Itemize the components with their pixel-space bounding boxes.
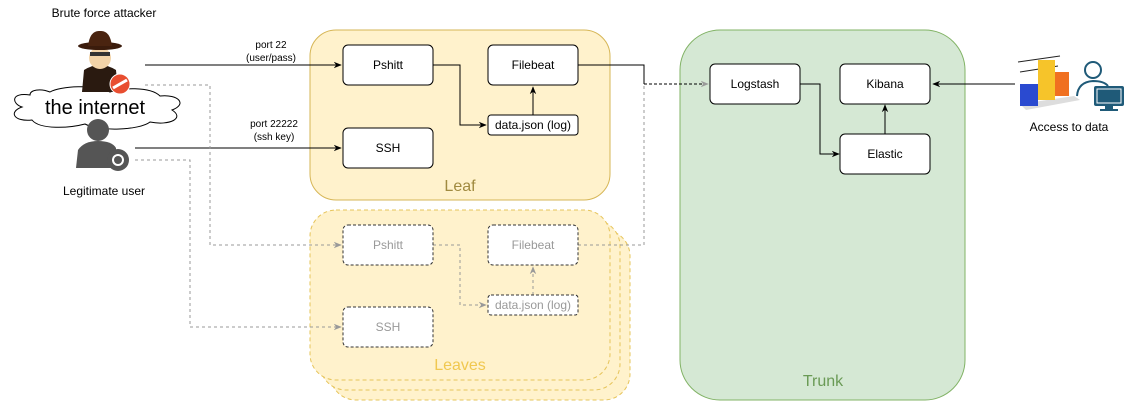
node-filebeat <box>487 44 579 86</box>
attacker-icon <box>78 30 131 95</box>
node-ssh <box>342 127 434 169</box>
access-label: Access to data <box>1030 120 1109 134</box>
edge-user-leaves-ssh <box>135 159 342 331</box>
user-label: Legitimate user <box>63 184 145 198</box>
attacker-label: Brute force attacker <box>52 6 157 20</box>
node-leaves-ssh <box>342 306 434 348</box>
leaves-nodes <box>342 224 579 348</box>
trunk-title: Trunk <box>803 373 844 390</box>
port22222-sub-label: (ssh key) <box>254 132 295 143</box>
internet-label: the internet <box>45 97 146 119</box>
node-pshitt <box>342 44 434 86</box>
node-datajson <box>487 114 579 136</box>
internet-cloud-icon <box>13 86 181 130</box>
node-elastic <box>839 133 931 175</box>
filebeat-label: Filebeat <box>512 58 555 72</box>
edge-logstash-elastic <box>800 83 840 158</box>
pshitt-label: Pshitt <box>373 58 404 72</box>
trunk-container <box>679 29 966 401</box>
ssh-label: SSH <box>376 141 401 155</box>
edge-attacker-leaves-pshitt <box>145 84 342 249</box>
edge-leaves-filebeat-out <box>578 84 645 246</box>
solid-connectors <box>135 61 1015 158</box>
elastic-label: Elastic <box>867 147 902 161</box>
leaves-pshitt-label: Pshitt <box>373 238 404 252</box>
trunk-nodes <box>709 63 931 175</box>
leaves-ssh-label: SSH <box>376 320 401 334</box>
port22-label: port 22 <box>255 40 287 51</box>
leaves-title: Leaves <box>434 357 486 374</box>
node-leaves-datajson <box>487 294 579 316</box>
leaf-title: Leaf <box>444 178 476 195</box>
port22-sub-label: (user/pass) <box>246 53 296 64</box>
leaves-filebeat-label: Filebeat <box>512 238 555 252</box>
edge-leaves-pshitt-datajson <box>433 244 487 309</box>
datajson-label: data.json (log) <box>495 118 571 132</box>
edge-filebeat-out <box>578 64 645 84</box>
node-logstash <box>709 63 801 105</box>
leaf-nodes <box>342 44 579 169</box>
port22222-label: port 22222 <box>250 119 298 130</box>
logstash-label: Logstash <box>731 77 780 91</box>
edge-pshitt-datajson <box>433 64 487 129</box>
node-kibana <box>839 63 931 105</box>
access-data-icon <box>1017 55 1124 111</box>
node-leaves-pshitt <box>342 224 434 266</box>
dashed-connectors <box>135 84 645 331</box>
kibana-label: Kibana <box>866 77 904 91</box>
leaves-datajson-label: data.json (log) <box>495 298 571 312</box>
legitimate-user-icon <box>76 119 129 171</box>
node-leaves-filebeat <box>487 224 579 266</box>
